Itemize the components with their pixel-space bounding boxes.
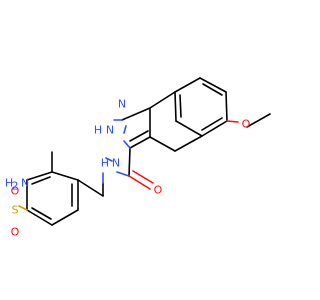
bond [128,147,131,177]
bond [31,207,52,220]
bond [174,77,201,93]
bond [246,113,271,128]
bond [51,171,79,181]
sulfur-bonds [18,205,28,211]
bond [116,171,130,177]
sulfonamide-label: H 2 N [5,177,29,193]
bond [123,125,127,134]
bond [26,171,53,181]
bond [18,205,28,211]
atom-o-carbonyl: O [154,184,163,197]
bond [201,117,223,131]
bond [129,130,149,142]
bond [174,135,203,152]
atom-n-pyrazole-1: N [118,98,126,111]
bond [149,136,176,152]
atom-n-sulfonamide: N [21,177,29,190]
atom-s-sulfonyl: S [12,204,19,217]
bond [175,120,203,137]
nitrogen-bonds [102,119,131,184]
bond [105,157,113,162]
atom-n-amide: N [112,157,120,170]
bond [179,94,182,118]
atom-o-sulfonyl-top: O [11,185,20,198]
bond [132,170,154,184]
atom-labels: O N H N N H O S O O [11,98,251,239]
bond [201,120,228,137]
atom-h-pyrazole: H [94,124,102,137]
bond [77,179,104,197]
bond [26,209,53,226]
atom-h-amide: H [101,157,109,170]
atom-h2-sulfonamide: H [5,177,13,190]
bond [51,209,79,226]
bond [225,91,228,122]
carbon-bonds [26,77,271,226]
molecule-structure: O N H N N H O S O O H 2 N [5,77,271,239]
oxygen-bonds [128,120,239,190]
bond [226,120,239,123]
bond [129,136,151,149]
bond [174,91,177,122]
bond [202,83,223,96]
atom-n-pyrazole-2: N [106,124,114,137]
bond [149,91,176,109]
bond [123,140,131,149]
bond [199,77,227,93]
atom-o-methoxy: O [242,118,251,131]
atom-o-sulfonyl-bottom: O [11,226,20,239]
atom-h2-subscript: 2 [12,180,19,193]
bond [121,107,151,121]
bond [31,176,51,185]
bond [128,175,151,190]
